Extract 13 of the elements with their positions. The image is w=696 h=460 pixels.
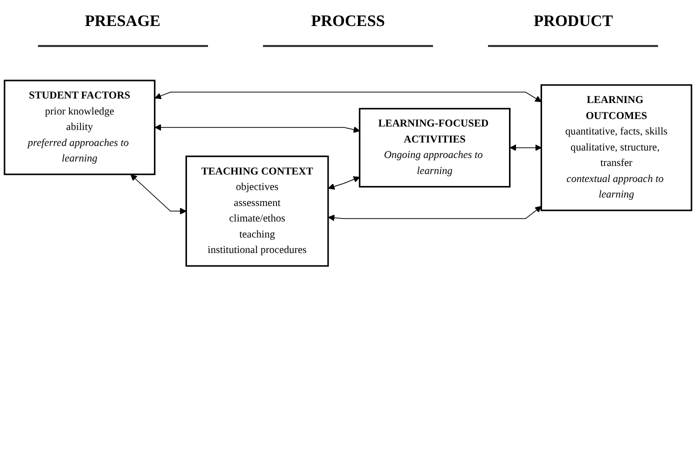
column-heading: PROCESS — [311, 12, 385, 32]
arrow — [154, 124, 360, 133]
node-box: LEARNING-FOCUSED ACTIVITIES Ongoing approaches to learning — [358, 108, 511, 188]
arrow — [328, 176, 360, 190]
arrow — [130, 174, 187, 214]
node-box: TEACHING CONTEXT objectives assessment climate/ethos teaching institutional procedures — [185, 156, 329, 267]
arrow — [154, 92, 542, 102]
node-box: LEARNING OUTCOMES quantitative, facts, skills qualitative, structure, transfer contextual approach to learning — [540, 84, 692, 212]
arrow — [510, 144, 542, 151]
node-box: STUDENT FACTORS prior knowledge ability preferred approaches to learning — [4, 80, 156, 176]
column-heading: PRESAGE — [84, 12, 160, 32]
column-heading: PRODUCT — [534, 12, 613, 32]
arrow — [328, 206, 542, 222]
